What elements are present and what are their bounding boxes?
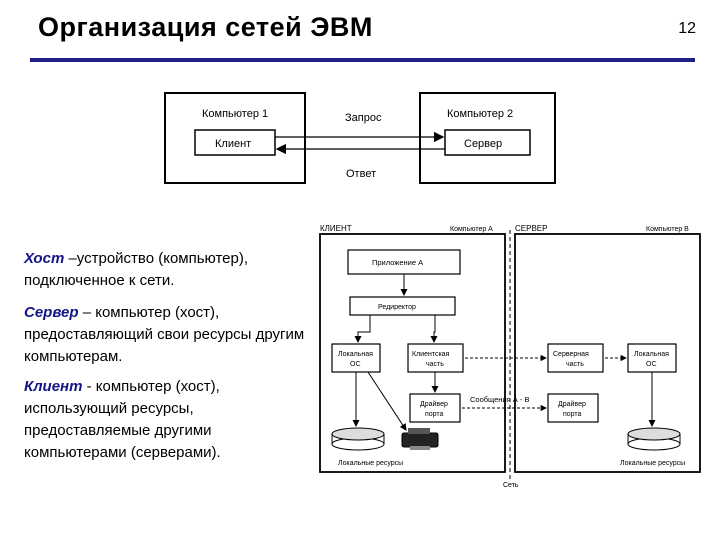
client-box	[194, 129, 276, 156]
client-header: КЛИЕНТ	[320, 224, 352, 233]
definition-client: Клиент - компьютер (хост), использующий …	[24, 376, 314, 464]
port-driver-b-label-2: порта	[563, 411, 582, 418]
computer-a-label: Компьютер А	[450, 226, 493, 233]
client-part-label-1: Клиентская	[412, 351, 450, 358]
server-part-label-1: Серверная	[553, 351, 589, 358]
port-driver-a-label-1: Драйвер	[420, 400, 448, 408]
server-part-label-2: часть	[566, 361, 584, 368]
client-server-diagram: Компьютер 1 Клиент Компьютер 2 Сервер За…	[164, 92, 556, 184]
application-a-label: Приложение А	[372, 258, 423, 267]
port-driver-b-label-1: Драйвер	[558, 400, 586, 408]
server-frame	[514, 233, 701, 473]
request-label: Запрос	[345, 112, 382, 124]
local-os-a-label-2: ОС	[350, 361, 361, 368]
network-label: Сеть	[503, 482, 519, 489]
definition-term: Клиент	[24, 378, 83, 395]
printer-icon	[401, 428, 439, 450]
server-header: СЕРВЕР	[515, 224, 547, 233]
local-resources-a-label: Локальные ресурсы	[338, 460, 403, 467]
definition-text: – компьютер (хост), предоставляющий свои…	[24, 304, 305, 365]
local-os-a-label-1: Локальная	[338, 351, 373, 358]
redirector-box	[349, 296, 456, 316]
computer-1-label: Компьютер 1	[202, 108, 268, 120]
computer-2-label: Компьютер 2	[447, 108, 513, 120]
definition-server: Сервер – компьютер (хост), предоставляющ…	[24, 302, 314, 368]
client-label: Клиент	[215, 138, 251, 150]
response-label: Ответ	[346, 168, 376, 180]
port-driver-b-box	[547, 393, 599, 423]
redirector-to-local-os-arrow	[354, 315, 371, 343]
page-number: 12	[678, 20, 696, 37]
disk-a-icon	[331, 427, 385, 451]
client-part-box	[407, 343, 464, 373]
server-part-box	[547, 343, 604, 373]
local-resources-b-label: Локальные ресурсы	[620, 460, 685, 467]
local-os-a-to-printer-arrow	[367, 371, 407, 431]
local-os-b-label-1: Локальная	[634, 351, 669, 358]
network-architecture-diagram: КЛИЕНТ Компьютер А СЕРВЕР Компьютер В Пр…	[319, 224, 701, 489]
client-frame	[319, 233, 506, 473]
local-os-b-box	[627, 343, 677, 373]
port-driver-a-box	[409, 393, 461, 423]
page-title: Организация сетей ЭВМ	[38, 12, 373, 42]
definition-text: - компьютер (хост), использующий ресурсы…	[24, 378, 221, 461]
definition-term: Хост	[24, 250, 65, 267]
application-a-box	[347, 249, 461, 275]
client-part-label-2: часть	[426, 361, 444, 368]
disk-b-icon	[627, 427, 681, 451]
definition-term: Сервер	[24, 304, 79, 321]
local-os-b-label-2: ОС	[646, 361, 657, 368]
redirector-label: Редиректор	[378, 304, 416, 311]
redirector-to-client-part-arrow	[430, 315, 438, 343]
definition-text: –устройство (компьютер), подключенное к …	[24, 250, 249, 289]
definition-host: Хост –устройство (компьютер), подключенн…	[24, 248, 314, 292]
server-label: Сервер	[464, 138, 502, 150]
messages-label: Сообщения А - В	[470, 395, 529, 404]
title-divider	[30, 58, 695, 62]
server-box	[444, 129, 531, 156]
computer-b-label: Компьютер В	[646, 226, 689, 233]
port-driver-a-label-2: порта	[425, 411, 444, 418]
